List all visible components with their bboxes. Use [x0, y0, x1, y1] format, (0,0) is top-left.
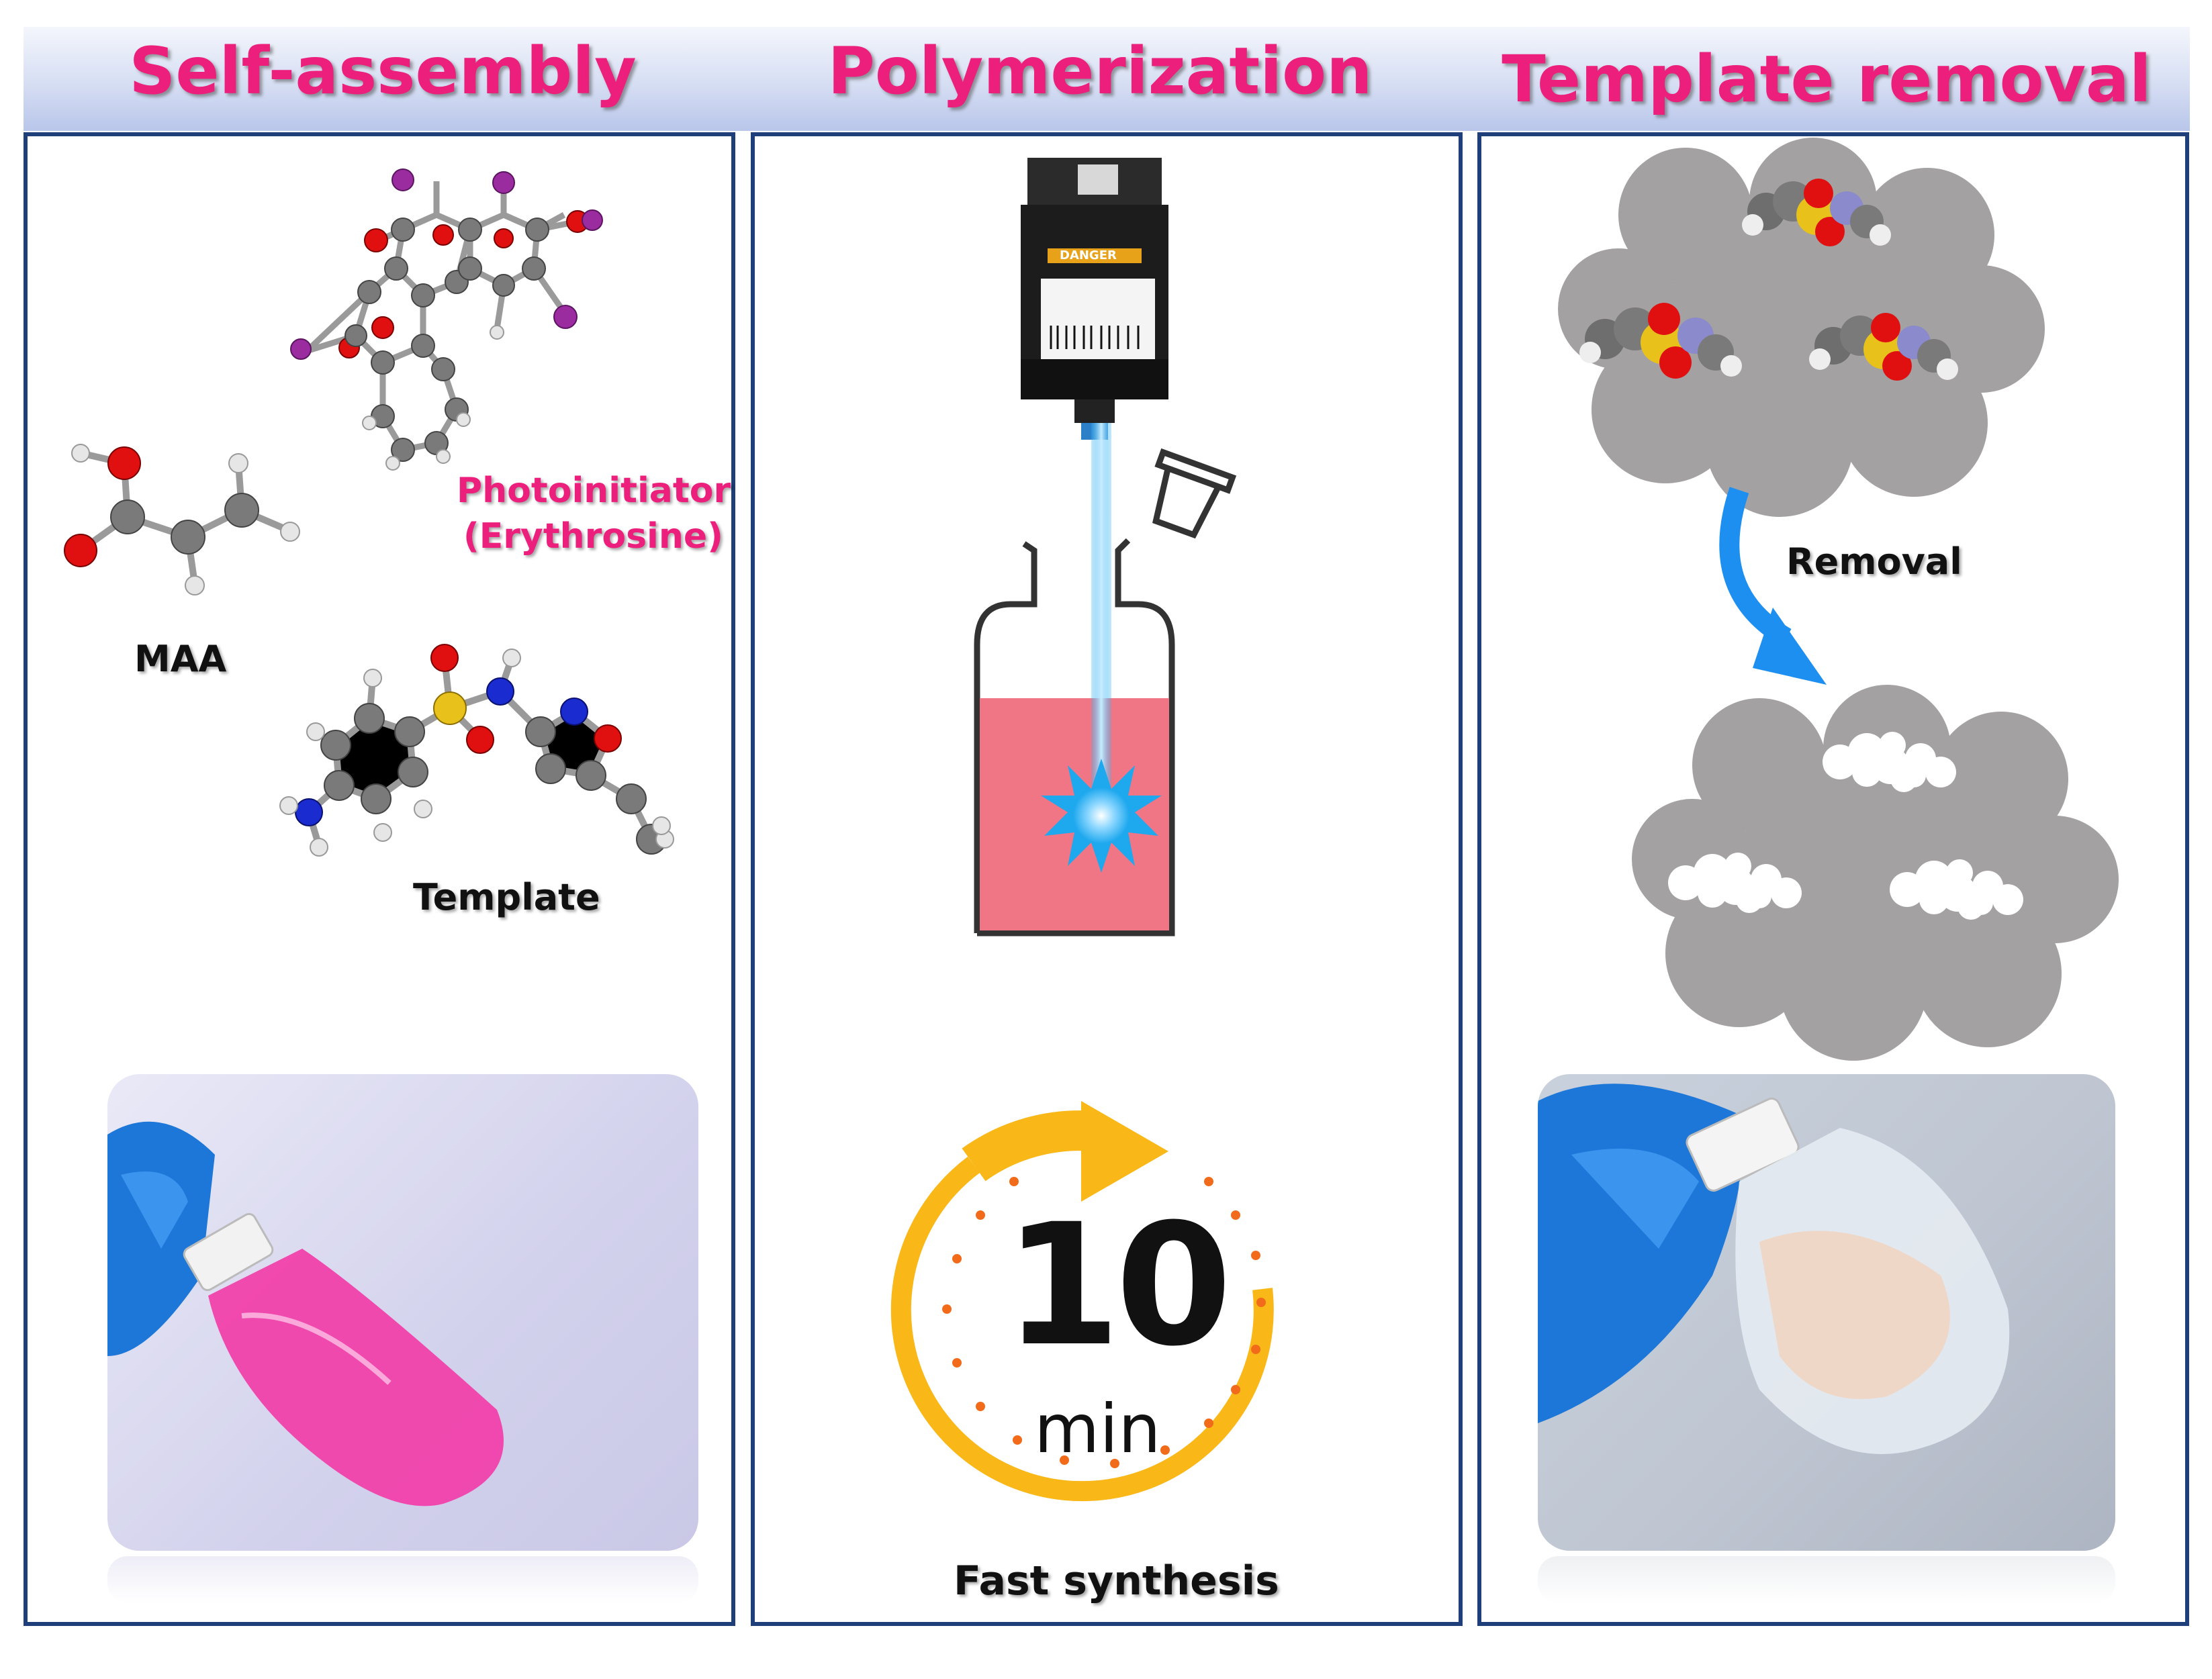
timer-number: 10: [1004, 1188, 1232, 1383]
removal-label: Removal: [1786, 540, 1962, 583]
title-template-removal: Template removal: [1502, 42, 2152, 117]
title-polymerization: Polymerization: [827, 34, 1373, 109]
polymer-with-cavities-icon: [1632, 685, 2119, 1061]
erythrosine-molecule-icon: [290, 169, 603, 471]
maa-label: MAA: [134, 638, 227, 680]
removal-arrow-icon: [1719, 487, 1827, 685]
template-molecule-icon: [279, 644, 674, 857]
vial-photo-washed: [1538, 1074, 2115, 1551]
polymer-with-template-icon: [1558, 138, 2045, 517]
timer-10-min-icon: [890, 1101, 1274, 1502]
erythrosine-label: (Erythrosine): [463, 516, 723, 557]
fast-synthesis-caption: Fast synthesis: [954, 1557, 1279, 1604]
vial-photo-pink: [107, 1074, 698, 1551]
reaction-bottle-icon: [974, 423, 1237, 937]
timer-unit: min: [1034, 1390, 1161, 1468]
photo-reflection-left: [107, 1556, 698, 1603]
laser-warning-label: DANGER: [1060, 248, 1117, 262]
photoinitiator-label: Photoinitiator: [457, 471, 731, 511]
laser-module-icon: [1021, 158, 1168, 440]
title-self-assembly: Self-assembly: [129, 34, 637, 109]
photo-reflection-right: [1538, 1556, 2115, 1603]
template-label: Template: [413, 876, 600, 918]
maa-molecule-icon: [64, 444, 300, 595]
header-bar: [24, 27, 2190, 131]
